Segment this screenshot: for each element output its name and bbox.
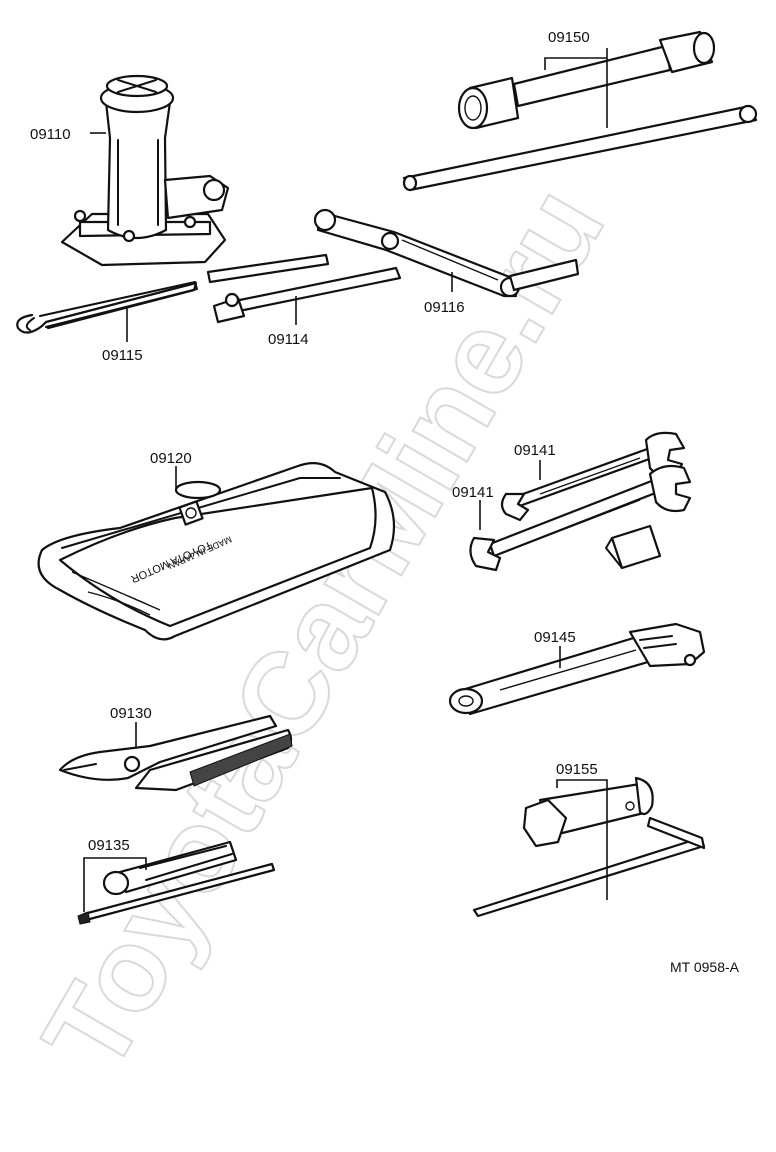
- part-label-09150: 09150: [548, 29, 590, 46]
- wheel-nut-wrench-part: [313, 208, 580, 298]
- screwdriver-part: [77, 840, 276, 925]
- socket-wrench-part: [472, 776, 706, 918]
- part-label-09115: 09115: [102, 347, 143, 364]
- figure-code: MT 0958-A: [670, 959, 740, 975]
- part-label-09130: 09130: [110, 705, 152, 722]
- part-label-09135: 09135: [88, 837, 130, 854]
- part-label-09145: 09145: [534, 629, 576, 646]
- part-label-09120: 09120: [150, 450, 192, 467]
- part-label-09141-bottom: 09141: [452, 484, 494, 501]
- adjustable-wrench-part: [448, 622, 706, 716]
- pliers-part: [58, 714, 293, 792]
- part-label-09114: 09114: [268, 331, 309, 348]
- wrench-clip-part: [605, 524, 662, 570]
- jack-handle-extension-part: [206, 253, 402, 324]
- plug-wrench-part: [402, 30, 758, 192]
- tool-bag-part: [37, 461, 396, 641]
- jack-handle-rod-part: [16, 281, 198, 334]
- jack-part: [60, 74, 230, 267]
- part-label-09141-top: 09141: [514, 442, 556, 459]
- part-label-09155: 09155: [556, 761, 598, 778]
- part-label-09116: 09116: [424, 299, 465, 316]
- part-label-09110: 09110: [30, 126, 71, 143]
- open-end-wrench-bottom-part: [469, 464, 692, 572]
